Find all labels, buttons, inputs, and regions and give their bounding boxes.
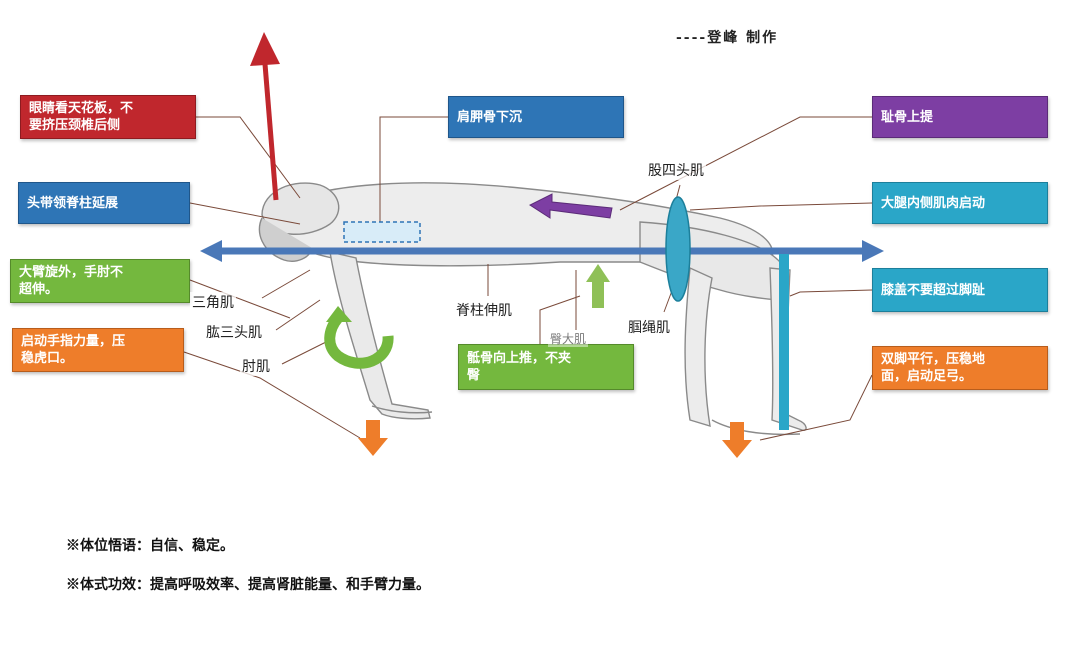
callout-pubic: 耻骨上提 xyxy=(872,96,1048,138)
body-sketch xyxy=(258,182,807,436)
callout-knee: 膝盖不要超过脚趾 xyxy=(872,268,1048,312)
knee-vertical-line xyxy=(779,254,789,430)
muscle-deltoid: 三角肌 xyxy=(190,292,236,312)
green-rotation-arrow xyxy=(324,306,394,369)
purple-arrow xyxy=(528,193,613,219)
note-benefit: ※体式功效：提高呼吸效率、提高肾脏能量、和手臂力量。 xyxy=(66,577,430,593)
spine-axis-arrow xyxy=(200,240,884,262)
callout-feet: 双脚平行，压稳地 面，启动足弓。 xyxy=(872,346,1048,390)
muscle-elbow: 肘肌 xyxy=(240,356,272,376)
muscle-hamstring: 腘绳肌 xyxy=(626,317,672,337)
callout-thigh: 大腿内侧肌肉启动 xyxy=(872,182,1048,224)
callout-finger: 启动手指力量，压 稳虎口。 xyxy=(12,328,184,372)
red-up-arrow xyxy=(250,32,280,201)
pointer-lines xyxy=(183,116,873,441)
note-mantra: ※体位悟语：自信、稳定。 xyxy=(66,538,234,554)
author-credit: ----登峰 制作 xyxy=(676,30,779,46)
callout-arm: 大臂旋外，手肘不 超伸。 xyxy=(10,259,190,303)
callout-sacrum: 骶骨向上推，不夹 臀 xyxy=(458,344,634,390)
muscle-triceps: 肱三头肌 xyxy=(204,322,264,342)
scapula-region xyxy=(343,221,421,243)
callout-eyes: 眼睛看天花板，不 要挤压颈椎后侧 xyxy=(20,95,196,139)
callout-scapula: 肩胛骨下沉 xyxy=(448,96,624,138)
muscle-erector: 脊柱伸肌 xyxy=(454,300,514,320)
callout-head: 头带领脊柱延展 xyxy=(18,182,190,224)
muscle-gluteus: 臀大肌 xyxy=(548,330,589,347)
orange-down-arrow-right xyxy=(722,422,752,458)
thigh-ellipse xyxy=(665,196,691,302)
muscle-quadriceps: 股四头肌 xyxy=(646,160,706,180)
orange-down-arrow-left xyxy=(358,420,388,456)
green-up-arrow xyxy=(586,264,610,308)
